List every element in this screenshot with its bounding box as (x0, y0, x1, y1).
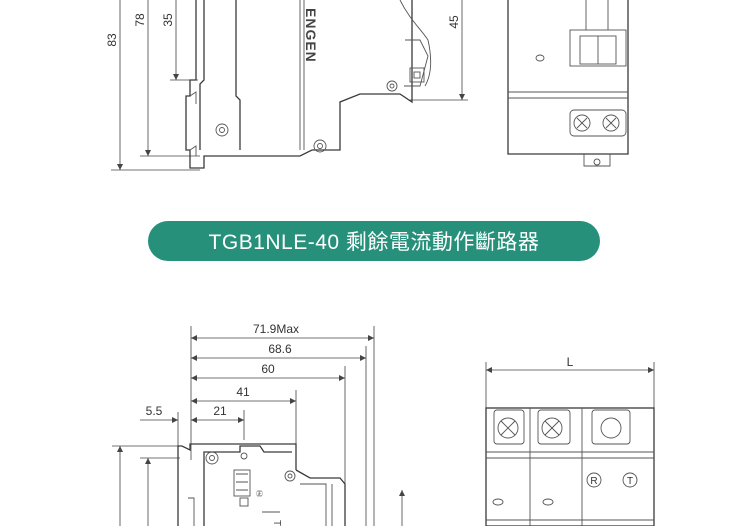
terminal-label-r: R (590, 476, 597, 487)
dim-83: 83 (105, 33, 119, 47)
dim-78: 78 (133, 13, 147, 27)
product-title-banner: TGB1NLE-40 剩餘電流動作斷路器 (148, 221, 600, 261)
brand-text: ENGEN (303, 8, 319, 63)
bottom-end-view: L R T (485, 355, 655, 526)
dim-60: 60 (191, 362, 345, 381)
dim-45: 45 (447, 15, 461, 29)
svg-text:21: 21 (213, 404, 227, 418)
dim-L: L (567, 355, 574, 369)
dim-68-6: 68.6 (191, 342, 366, 361)
terminal-label-t: T (627, 476, 633, 487)
svg-text:41: 41 (236, 385, 250, 399)
svg-text:60: 60 (261, 362, 275, 376)
svg-text:71.9Max: 71.9Max (253, 322, 299, 336)
top-side-view: 83 78 35 ENGEN 45 (105, 0, 629, 171)
dim-41: 41 (191, 385, 296, 404)
svg-text:㊣: ㊣ (256, 490, 263, 498)
dim-5-5: 5.5 (140, 404, 178, 423)
svg-text:5.5: 5.5 (146, 404, 163, 418)
dim-35: 35 (161, 13, 175, 27)
bottom-side-view: 71.9Max 68.6 60 41 21 (112, 322, 655, 526)
brand-fragment: TG (271, 520, 282, 526)
dim-21: 21 (191, 404, 244, 423)
dim-71-9max: 71.9Max (191, 322, 374, 341)
svg-text:68.6: 68.6 (268, 342, 292, 356)
top-end-view (507, 0, 629, 167)
